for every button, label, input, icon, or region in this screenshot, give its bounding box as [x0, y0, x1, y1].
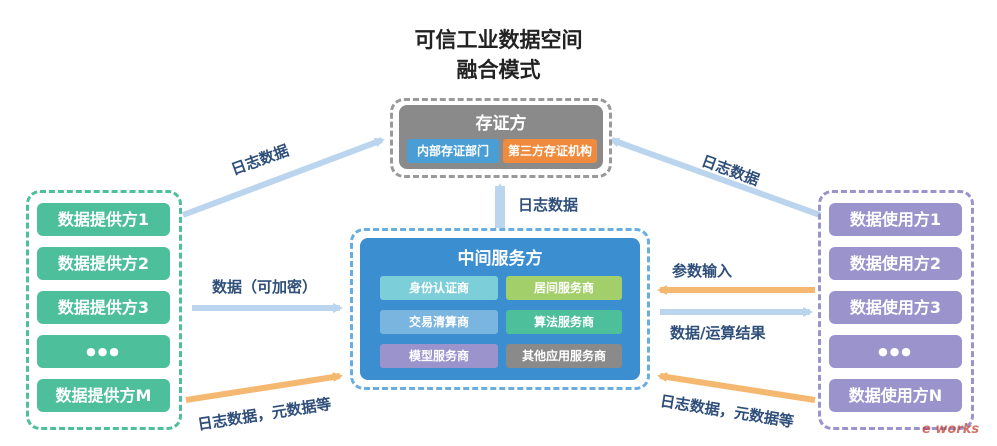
diagram-title-line2: 融合模式 [456, 58, 541, 82]
label-center-log: 日志数据 [518, 196, 579, 214]
provider-1: 数据提供方1 [37, 203, 170, 236]
consumer-ellipsis: ●●● [829, 335, 962, 368]
provider-m: 数据提供方M [37, 379, 170, 412]
intermediary-title: 中间服务方 [457, 249, 543, 269]
verifier-tag-thirdparty: 第三方存证机构 [503, 139, 597, 163]
arrow-provider-logs [185, 372, 343, 403]
provider-2: 数据提供方2 [37, 247, 170, 280]
verifier-container: 存证方 内部存证部门 第三方存证机构 [390, 98, 612, 178]
service-identity: 身份认证商 [380, 276, 498, 300]
providers-container: 数据提供方1 数据提供方2 数据提供方3 ●●● 数据提供方M [26, 190, 182, 430]
consumer-1: 数据使用方1 [829, 203, 962, 236]
label-param-input: 参数输入 [672, 262, 733, 280]
consumer-3: 数据使用方3 [829, 291, 962, 324]
provider-3: 数据提供方3 [37, 291, 170, 324]
diagram-title-line1: 可信工业数据空间 [414, 28, 583, 52]
service-broker: 居间服务商 [506, 276, 622, 300]
intermediary-container: 中间服务方 身份认证商 居间服务商 交易清算商 算法服务商 模型服务商 其他应用… [350, 228, 650, 390]
provider-ellipsis: ●●● [37, 335, 170, 368]
service-other: 其他应用服务商 [506, 344, 622, 368]
verifier-tag-internal: 内部存证部门 [407, 139, 499, 163]
consumer-n: 数据使用方N [829, 379, 962, 412]
service-algorithm: 算法服务商 [506, 310, 622, 334]
consumers-container: 数据使用方1 数据使用方2 数据使用方3 ●●● 数据使用方N [818, 190, 974, 430]
verifier-title: 存证方 [475, 114, 527, 134]
watermark-logo: e works [922, 422, 980, 437]
arrow-consumer-to-verifier [609, 137, 822, 218]
service-model: 模型服务商 [380, 344, 498, 368]
arrow-consumer-logs [657, 372, 816, 403]
label-result: 数据/运算结果 [670, 324, 766, 342]
verifier-card: 存证方 内部存证部门 第三方存证机构 [399, 105, 603, 169]
consumer-2: 数据使用方2 [829, 247, 962, 280]
arrow-provider-to-verifier [181, 137, 385, 218]
label-data-encrypted: 数据（可加密） [212, 278, 318, 296]
intermediary-card: 中间服务方 身份认证商 居间服务商 交易清算商 算法服务商 模型服务商 其他应用… [360, 238, 640, 380]
service-clearing: 交易清算商 [380, 310, 498, 334]
